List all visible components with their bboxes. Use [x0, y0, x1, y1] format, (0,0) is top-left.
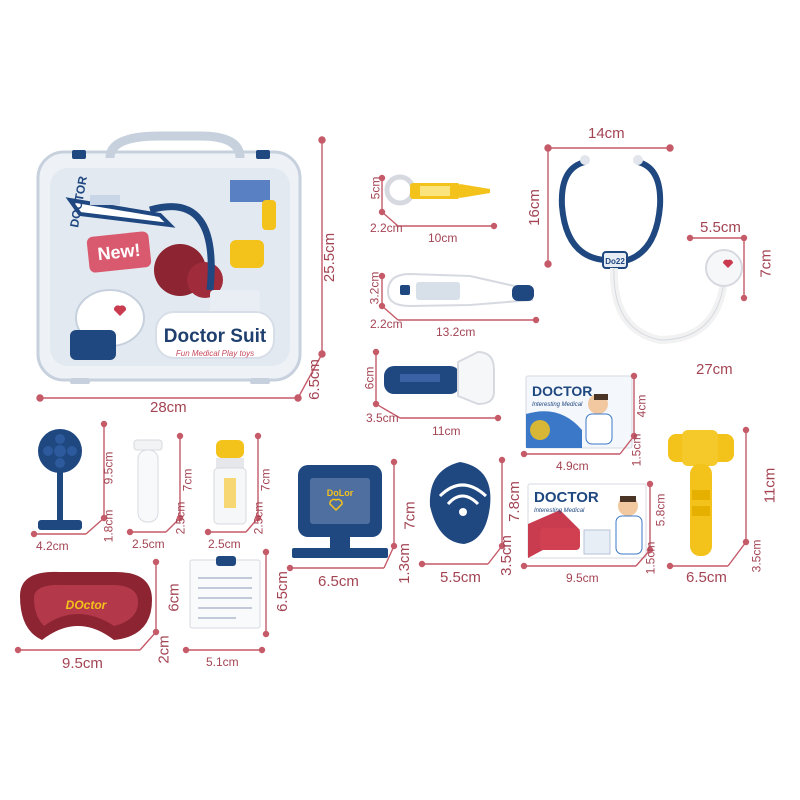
card-small-depth-label: 1.5cm [629, 433, 644, 467]
tray-depth-label: 2cm [155, 635, 173, 664]
stethoscope-tag: Do22 [605, 257, 625, 266]
thermometer-length-label: 13.2cm [436, 325, 476, 339]
mirror-depth-label: 1.8cm [101, 509, 116, 543]
doctor-card-small [525, 375, 633, 449]
otoscope-depth-label: 3.5cm [366, 411, 399, 425]
dimension-lines [14, 136, 750, 654]
monitor-height-label: 7cm [401, 501, 419, 530]
ultrasound-width-label: 5.5cm [440, 569, 481, 586]
ultrasound-probe [429, 462, 491, 544]
monitor-width-label: 6.5cm [318, 573, 359, 590]
thermometer-height-label: 3.2cm [367, 271, 382, 305]
test-tube [133, 439, 163, 523]
card-small-width-label: 4.9cm [556, 459, 589, 473]
kidney-tray [20, 571, 152, 640]
monitor-depth-label: 1.3cm [395, 543, 413, 584]
otoscope-length-label: 11cm [432, 424, 461, 438]
hammer-depth-label: 3.5cm [749, 539, 764, 573]
stethoscope-chest-width-label: 5.5cm [700, 219, 741, 236]
reflex-hammer [668, 430, 734, 556]
clipboard-height-label: 6.5cm [273, 571, 291, 612]
doctor-card-large-title: DOCTOR [534, 489, 599, 506]
stethoscope-height-label: 16cm [525, 189, 543, 226]
case-depth-label: 6.5cm [305, 359, 323, 400]
clipboard-width-label: 5.1cm [206, 655, 239, 669]
tube-width-label: 2.5cm [132, 537, 165, 551]
otoscope [384, 350, 495, 406]
heart-monitor [292, 465, 388, 558]
stethoscope-chest-height-label: 7cm [757, 249, 775, 278]
card-small-height-label: 4cm [634, 394, 649, 418]
hammer-height-label: 11cm [761, 467, 779, 504]
clipboard [189, 556, 261, 629]
doctor-card-large-subtitle: Interesting Medical [534, 508, 585, 514]
card-large-height-label: 5.8cm [653, 493, 668, 527]
medicine-bottle [213, 440, 247, 525]
tray-height-label: 6cm [165, 583, 183, 612]
tube-height-label: 7cm [180, 468, 195, 492]
otoscope-height-label: 6cm [362, 366, 377, 390]
hammer-width-label: 6.5cm [686, 569, 727, 586]
case-title: Doctor Suit [164, 326, 267, 347]
mirror-height-label: 9.5cm [101, 451, 116, 485]
doctor-suit-case [36, 131, 302, 384]
syringe-length-label: 10cm [428, 231, 458, 245]
tray-width-label: 9.5cm [62, 655, 103, 672]
syringe-height-label: 5cm [368, 176, 383, 200]
stethoscope [558, 155, 743, 345]
bottle-height-label: 7cm [258, 468, 273, 492]
doctor-card-small-title: DOCTOR [532, 383, 592, 399]
case-height-label: 25.5cm [321, 232, 339, 283]
bottle-depth-label: 2.5cm [251, 501, 266, 535]
stethoscope-width-label: 14cm [588, 125, 625, 142]
monitor-tag: DoLor [327, 488, 354, 498]
ultrasound-depth-label: 3.5cm [497, 535, 515, 576]
tray-text: DOctor [66, 598, 108, 612]
thermometer-depth-label: 2.2cm [370, 317, 403, 331]
thermometer [386, 272, 534, 308]
bottle-width-label: 2.5cm [208, 537, 241, 551]
case-subtitle: Fun Medical Play toys [176, 349, 254, 358]
card-large-depth-label: 1.5cm [643, 541, 658, 575]
doctor-card-large [527, 483, 647, 559]
case-width-label: 28cm [150, 399, 187, 416]
ultrasound-height-label: 7.8cm [505, 481, 523, 522]
card-large-width-label: 9.5cm [566, 571, 599, 585]
syringe [384, 174, 490, 206]
doctor-card-small-subtitle: Interesting Medical [532, 402, 583, 408]
mirror-width-label: 4.2cm [36, 539, 69, 553]
head-mirror [38, 429, 82, 530]
syringe-depth-label: 2.2cm [370, 221, 403, 235]
new-badge-text: New! [97, 240, 142, 264]
stethoscope-length-label: 27cm [696, 361, 733, 378]
tube-depth-label: 2.5cm [173, 501, 188, 535]
